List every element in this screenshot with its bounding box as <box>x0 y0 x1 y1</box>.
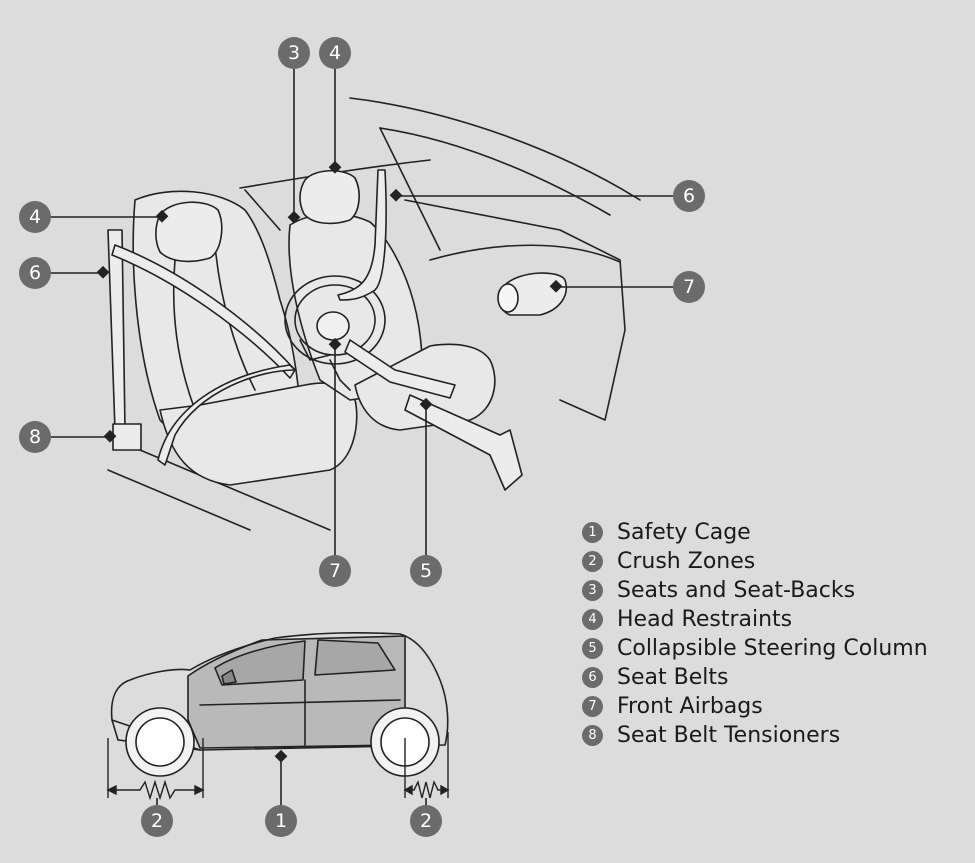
right-headrest <box>299 169 360 225</box>
steering-wheel <box>284 275 386 391</box>
steering-column <box>344 339 523 491</box>
legend-number-badge: 2 <box>582 551 603 572</box>
legend-label: Seats and Seat-Backs <box>617 578 856 603</box>
leader-lines <box>50 68 673 806</box>
seat-belts <box>107 169 387 466</box>
callout-4-head-restraint-left: 4 <box>19 201 51 233</box>
legend-label: Head Restraints <box>617 607 793 632</box>
legend-label: Collapsible Steering Column <box>617 636 928 661</box>
front-wheel <box>125 707 195 777</box>
legend-number-badge: 5 <box>582 638 603 659</box>
legend-item: 7 Front Airbags <box>582 692 928 721</box>
legend: 1 Safety Cage 2 Crush Zones 3 Seats and … <box>582 518 928 750</box>
callout-4-head-restraint: 4 <box>319 37 351 69</box>
left-headrest <box>155 201 223 263</box>
legend-number-badge: 1 <box>582 522 603 543</box>
callout-2-crush-zone-rear: 2 <box>410 805 442 837</box>
legend-number-badge: 7 <box>582 696 603 717</box>
legend-number-badge: 8 <box>582 725 603 746</box>
callout-5-steering-column: 5 <box>410 555 442 587</box>
legend-item: 4 Head Restraints <box>582 605 928 634</box>
legend-item: 6 Seat Belts <box>582 663 928 692</box>
callout-7-airbag-bottom: 7 <box>319 555 351 587</box>
legend-item: 5 Collapsible Steering Column <box>582 634 928 663</box>
legend-label: Seat Belts <box>617 665 729 690</box>
callout-6-seat-belt-right: 6 <box>673 180 705 212</box>
legend-number-badge: 3 <box>582 580 603 601</box>
legend-number-badge: 6 <box>582 667 603 688</box>
crush-zone-markers <box>106 732 450 801</box>
legend-item: 1 Safety Cage <box>582 518 928 547</box>
passenger-airbag <box>497 272 567 316</box>
legend-label: Safety Cage <box>617 520 751 545</box>
callout-6-seat-belt-left: 6 <box>19 257 51 289</box>
callout-8-tensioner: 8 <box>19 421 51 453</box>
legend-label: Front Airbags <box>617 694 763 719</box>
legend-item: 2 Crush Zones <box>582 547 928 576</box>
callout-1-safety-cage: 1 <box>265 805 297 837</box>
legend-label: Seat Belt Tensioners <box>617 723 841 748</box>
legend-label: Crush Zones <box>617 549 756 574</box>
interior-illustration <box>107 97 641 531</box>
callout-2-crush-zone-front: 2 <box>141 805 173 837</box>
car-illustration <box>110 632 449 777</box>
legend-item: 8 Seat Belt Tensioners <box>582 721 928 750</box>
callout-7-airbag-right: 7 <box>673 271 705 303</box>
legend-item: 3 Seats and Seat-Backs <box>582 576 928 605</box>
legend-number-badge: 4 <box>582 609 603 630</box>
leader-endpoints <box>96 160 563 763</box>
callout-3-seats: 3 <box>278 37 310 69</box>
